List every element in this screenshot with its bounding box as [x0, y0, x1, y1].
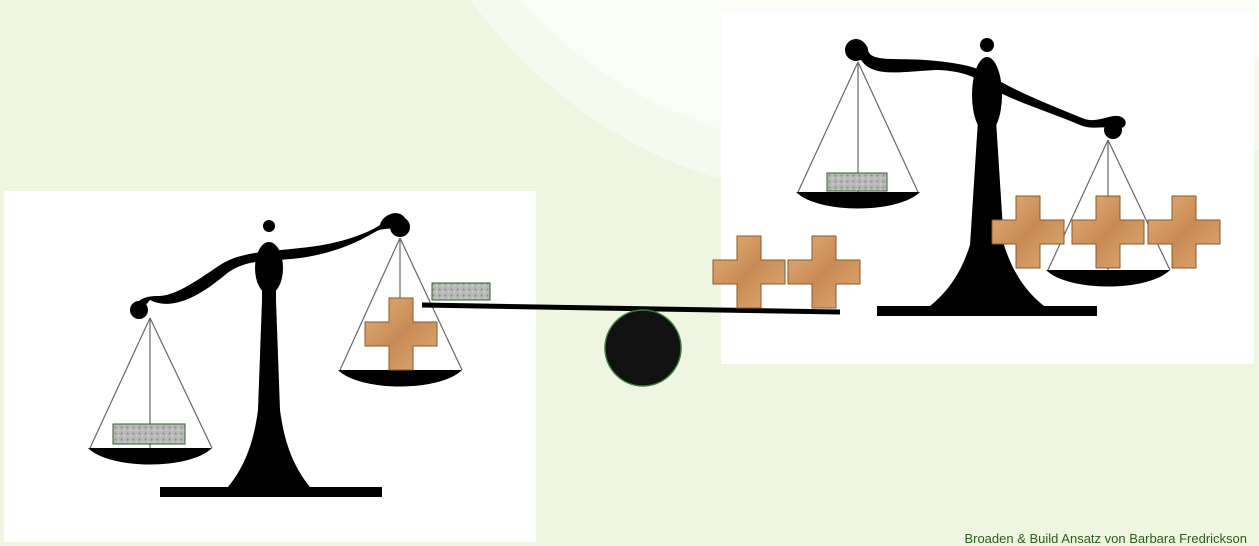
- balance-scale-icon: [88, 213, 463, 497]
- stone-block-icon: [112, 423, 186, 445]
- caption-credit: Broaden & Build Ansatz von Barbara Fredr…: [964, 531, 1247, 546]
- plus-icon: [364, 297, 438, 371]
- plus-icon: [712, 235, 786, 309]
- plus-icon: [1147, 195, 1221, 269]
- plus-icon: [1071, 195, 1145, 269]
- stone-block-icon: [826, 172, 888, 192]
- plus-icon: [787, 235, 861, 309]
- plus-icon: [991, 195, 1065, 269]
- stone-block-icon: [431, 282, 491, 301]
- balance-scale-icon: [796, 38, 1171, 316]
- seesaw-icon: [421, 302, 841, 387]
